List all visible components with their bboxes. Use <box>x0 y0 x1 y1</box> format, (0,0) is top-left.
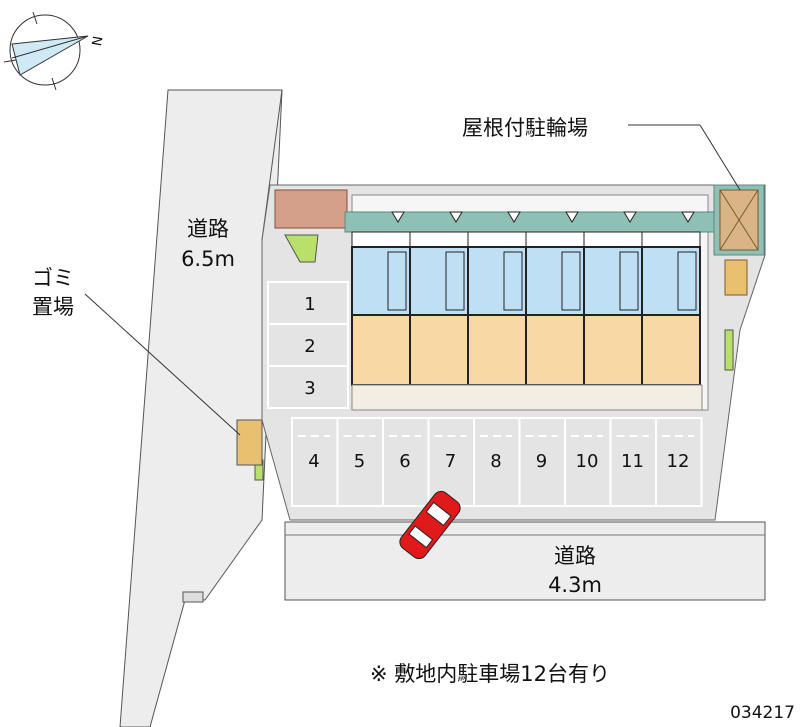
bike-rack <box>724 259 748 296</box>
apartment-unit <box>409 211 469 393</box>
footnote: ※ 敷地内駐車場12台有り <box>370 662 610 686</box>
parking-stalls-left: 1 2 3 <box>267 281 349 409</box>
parking-number: 2 <box>304 336 315 357</box>
parking-number: 6 <box>399 451 410 472</box>
parking-stall <box>655 417 703 507</box>
parking-stalls-bottom: 4 5 6 7 8 9 10 11 12 <box>291 417 703 507</box>
road-left-width: 6.5m <box>181 247 235 271</box>
apartment-unit <box>641 211 701 393</box>
road-bottom-label: 道路 <box>554 544 596 568</box>
parking-number: 8 <box>490 451 501 472</box>
parking-number: 5 <box>354 451 365 472</box>
parking-stall <box>291 417 339 507</box>
property-id: 034217 <box>730 703 795 723</box>
compass-icon: N <box>3 11 107 91</box>
apartment-unit <box>525 211 585 393</box>
garbage-label-2: 置場 <box>32 295 74 319</box>
road-left-label: 道路 <box>187 217 229 241</box>
parking-stall <box>267 365 349 409</box>
road-bottom <box>284 521 766 601</box>
parking-number: 4 <box>308 451 319 472</box>
apartment-unit <box>467 211 527 393</box>
car-icon <box>399 490 461 560</box>
parking-number: 7 <box>445 451 456 472</box>
garbage-label: ゴミ <box>32 266 74 290</box>
apartment-unit <box>583 211 643 393</box>
parking-number: 9 <box>536 451 547 472</box>
parking-number: 3 <box>304 378 315 399</box>
apartment-building <box>351 211 701 393</box>
parking-number: 11 <box>621 451 644 472</box>
parking-stall <box>267 281 349 325</box>
road-left <box>119 89 283 727</box>
parking-stall <box>382 417 430 507</box>
road-bottom-width: 4.3m <box>548 573 602 597</box>
parking-stall <box>267 323 349 367</box>
parking-number: 10 <box>576 451 599 472</box>
garbage-area <box>236 419 263 466</box>
planting <box>724 329 734 371</box>
north-label: N <box>90 35 106 47</box>
hedge <box>274 189 348 229</box>
apartment-unit <box>351 211 411 393</box>
bike-parking-label: 屋根付駐輪場 <box>462 116 588 140</box>
parking-number: 1 <box>304 294 315 315</box>
parking-stall <box>473 417 521 507</box>
parking-number: 12 <box>667 451 690 472</box>
parking-stall <box>427 417 475 507</box>
parking-stall <box>518 417 566 507</box>
parking-stall <box>336 417 384 507</box>
parking-stall <box>564 417 612 507</box>
planting <box>284 234 319 263</box>
